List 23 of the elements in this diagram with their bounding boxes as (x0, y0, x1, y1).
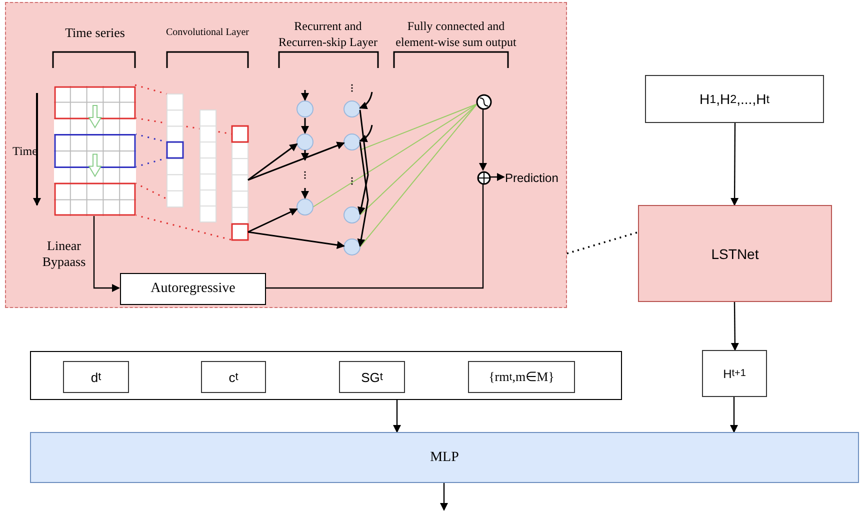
output-text: Prediction (505, 169, 565, 187)
feature-group-box (30, 351, 622, 400)
layer-heading: Convolutional Layer (164, 26, 250, 40)
sigmoid-circle (476, 94, 492, 110)
sum-circle (477, 171, 491, 185)
layer-heading: Fully connected and element-wise sum output (394, 18, 518, 50)
time-series-grid (54, 86, 136, 216)
model-box: LSTNet (638, 205, 832, 302)
arrow (93, 215, 120, 292)
mlp-bar: MLP (30, 432, 859, 483)
arrow (393, 400, 401, 433)
arrow (730, 397, 738, 433)
process-box: Autoregressive (120, 273, 266, 305)
arrow (730, 123, 739, 206)
dotted-connector (566, 231, 638, 254)
layer-heading: Recurrent and Recurren-skip Layer (278, 18, 378, 50)
arrow (490, 173, 505, 181)
arrow (440, 483, 448, 511)
arrow (479, 109, 487, 171)
arrow (730, 302, 739, 351)
model-panel (5, 2, 567, 308)
axis-label: Time (12, 143, 38, 159)
layer-heading: Time series (64, 25, 126, 41)
